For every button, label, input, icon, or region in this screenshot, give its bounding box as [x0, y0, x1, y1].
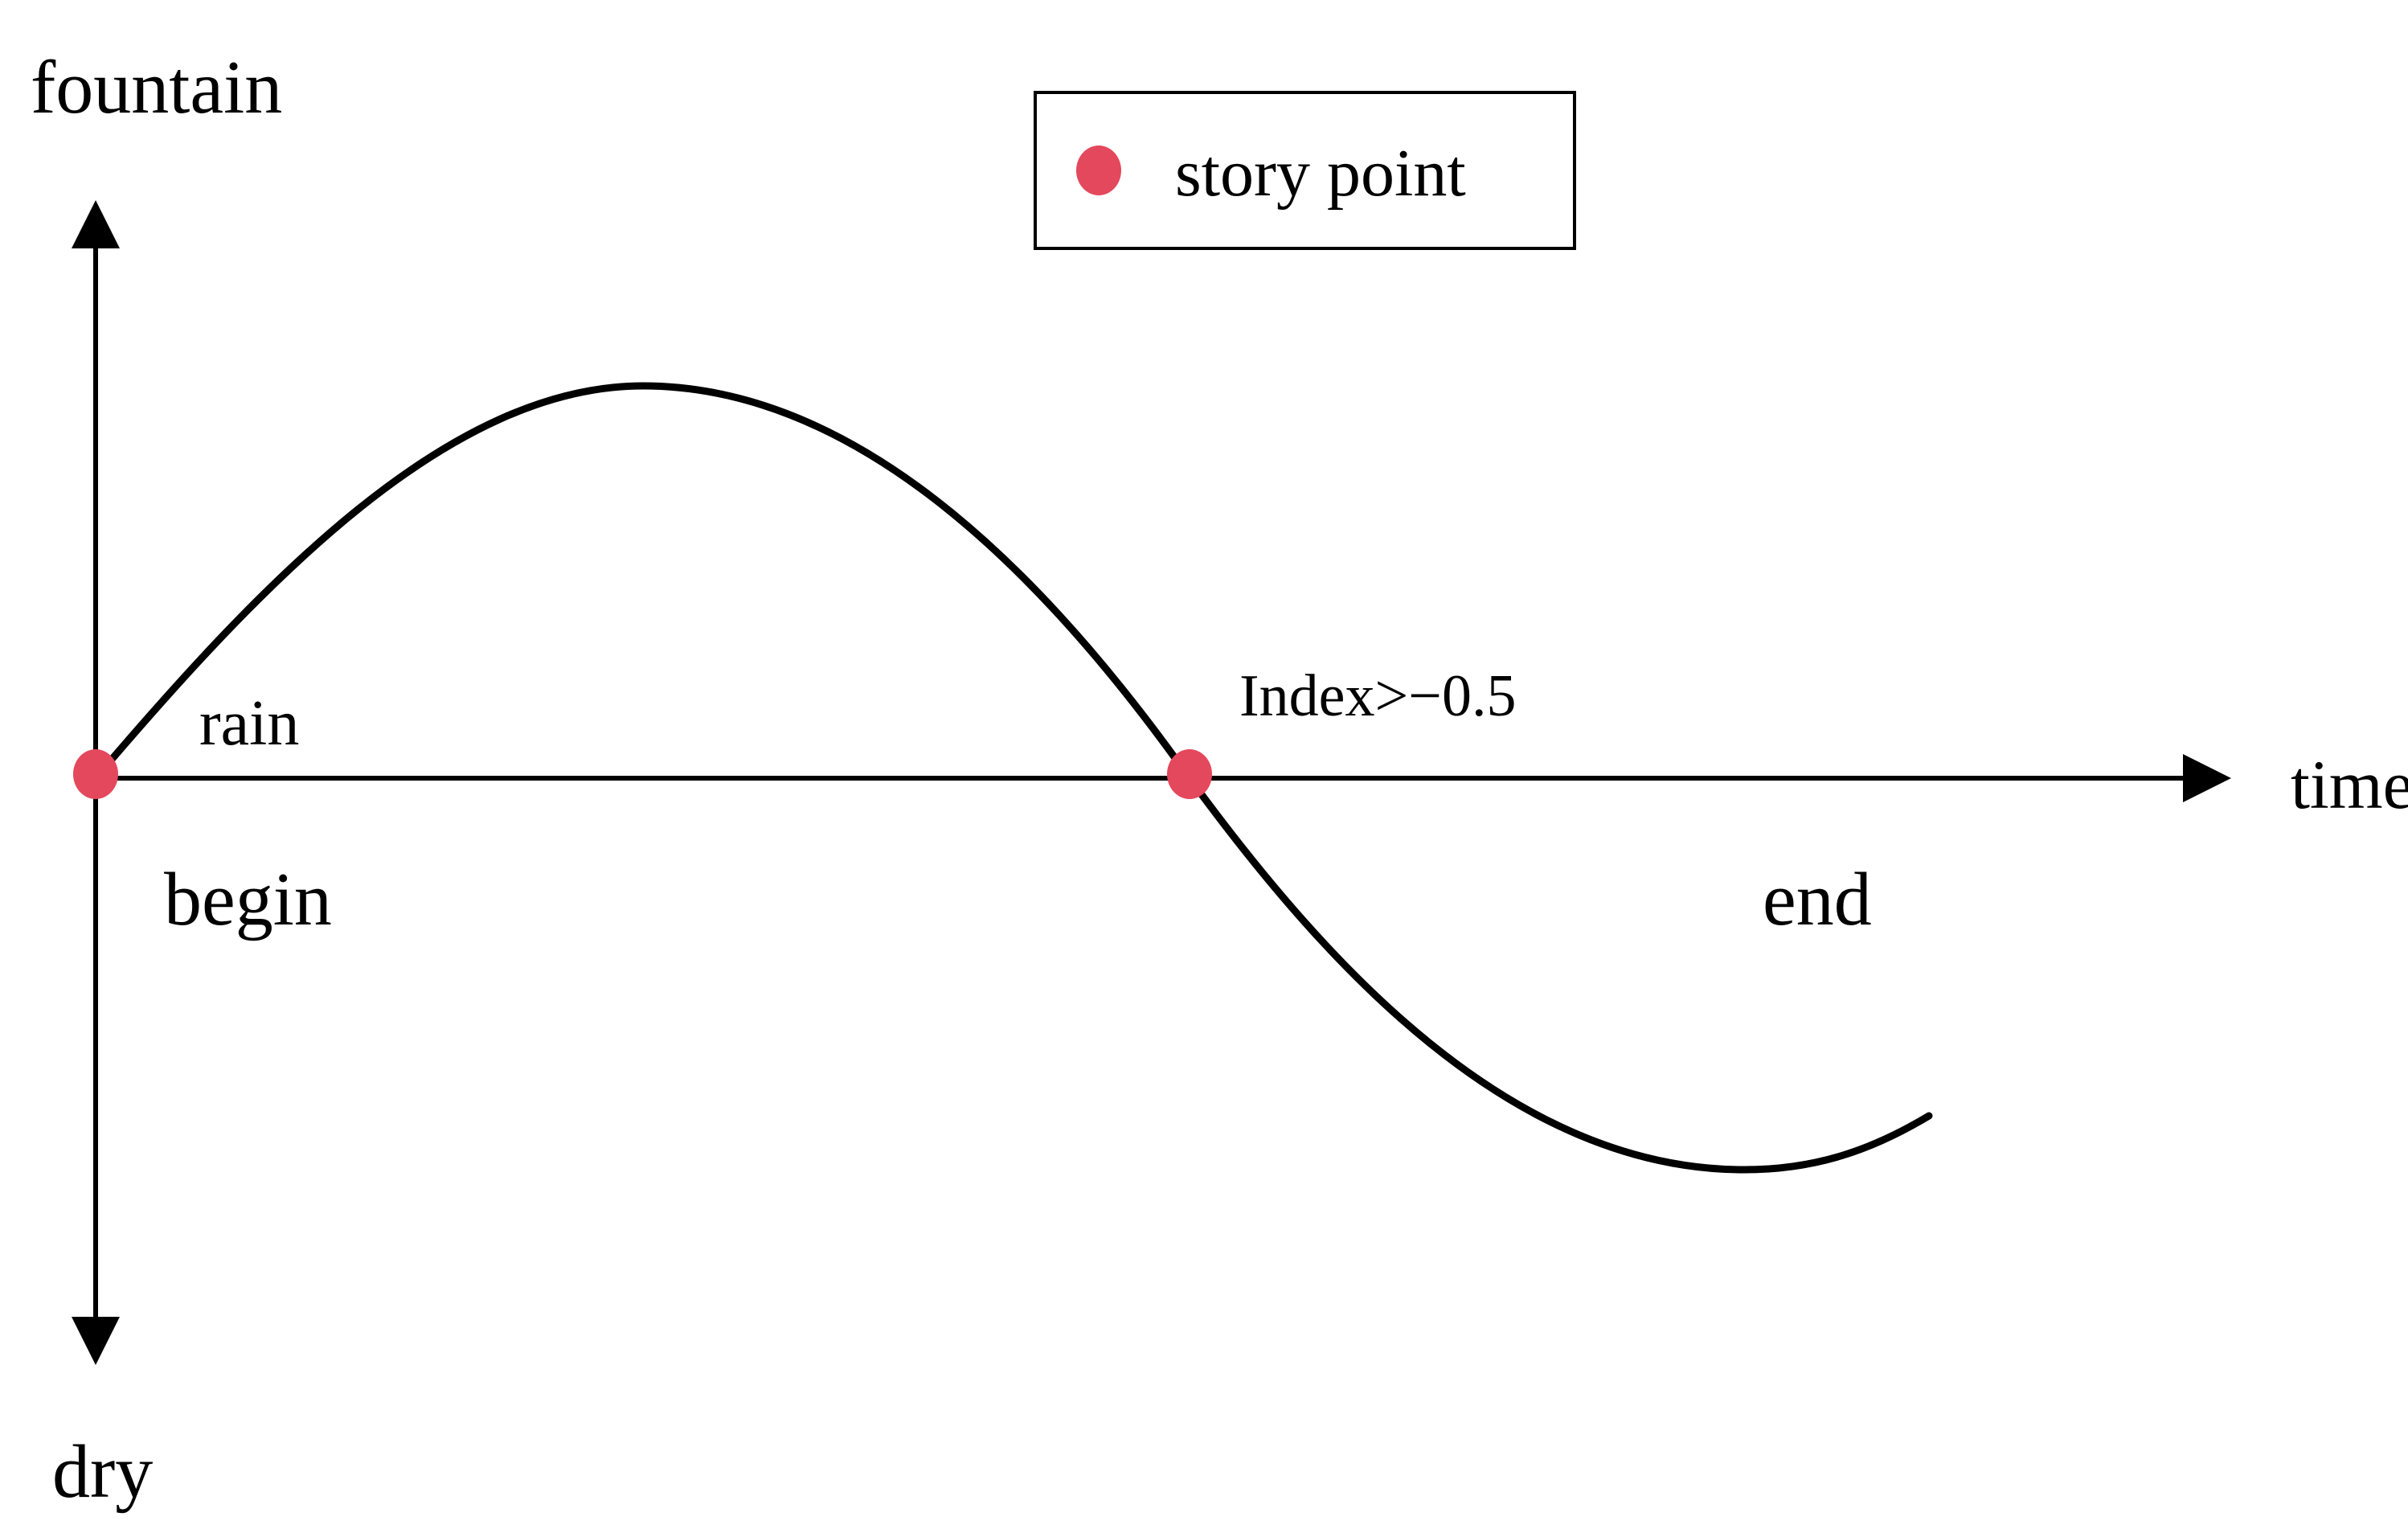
- end-label: end: [1763, 858, 1872, 941]
- begin-label: begin: [164, 858, 332, 941]
- x-axis-label: time: [2291, 746, 2408, 823]
- y-axis-top-label: fountain: [31, 46, 282, 129]
- index-threshold-label: Index>−0.5: [1239, 663, 1516, 729]
- legend: story point: [1034, 91, 1576, 250]
- rain-label: rain: [199, 688, 299, 759]
- y-axis-bottom-label: dry: [52, 1430, 153, 1514]
- legend-story-point-marker: [1076, 146, 1121, 195]
- story-point-crossing: [1167, 749, 1212, 799]
- legend-box: [1034, 91, 1576, 250]
- legend-label: story point: [1175, 136, 1466, 211]
- story-point-begin: [73, 749, 118, 799]
- story-curve: [92, 382, 1933, 1174]
